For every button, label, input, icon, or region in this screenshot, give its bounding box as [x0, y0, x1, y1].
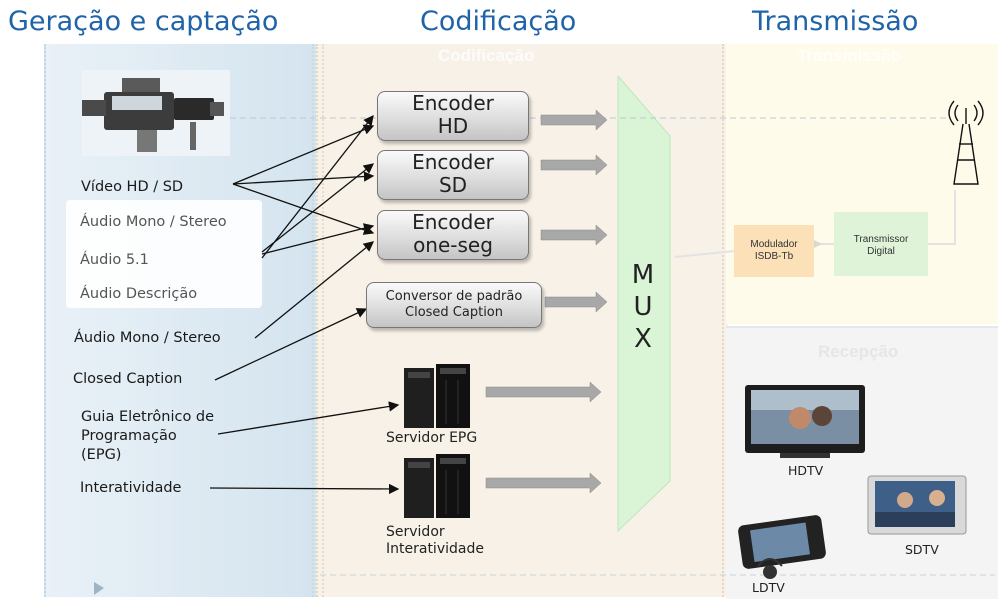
interactivity-server-label: Servidor Interatividade [386, 524, 484, 557]
input-video: Vídeo HD / SD [81, 179, 184, 195]
modulator-box: Modulador ISDB-Tb [734, 225, 814, 277]
input-audio-mono: Áudio Mono / Stereo [74, 330, 221, 346]
ldtv-icon [738, 515, 826, 579]
hdtv-label: HDTV [788, 463, 824, 478]
mux-letter-x: X [634, 324, 652, 354]
mux-block [617, 76, 671, 533]
input-epg-line1: Guia Eletrônico de [81, 409, 215, 425]
title-generation: Geração e captação [8, 6, 279, 37]
arrow-mono-oneseg [254, 241, 375, 339]
input-audio-description: Áudio Descrição [80, 286, 198, 302]
hdtv-icon [745, 385, 865, 458]
encoder-sd: Encoder SD [377, 150, 529, 200]
thick-arrow-hd [540, 109, 608, 131]
play-icon [94, 582, 104, 595]
encoder-hd: Encoder HD [377, 91, 529, 141]
antenna-tower-icon [948, 100, 984, 185]
transmitter-box: Transmissor Digital [834, 212, 928, 276]
input-interactivity: Interatividade [80, 480, 182, 496]
input-epg-line3: (EPG) [81, 447, 122, 463]
epg-server-label: Servidor EPG [386, 430, 478, 446]
encoder-oneseg: Encoder one-seg [377, 210, 529, 260]
interactivity-server-icon [404, 454, 470, 518]
thick-arrow-epg [485, 381, 602, 403]
arrow-video-oneseg [232, 183, 375, 235]
input-closed-caption: Closed Caption [73, 371, 183, 387]
thick-arrow-oneseg [540, 224, 608, 246]
arrow-video-hd [232, 124, 375, 185]
input-audio-51: Áudio 5.1 [80, 252, 149, 268]
arrow-audio-sd [261, 163, 375, 253]
thick-arrow-conv [544, 291, 608, 313]
transmission-ghost-title: Transmissão [797, 46, 901, 65]
arrow-epg-server [217, 401, 400, 435]
arrow-audio-oneseg [261, 223, 375, 255]
input-epg-line2: Programação [81, 428, 177, 444]
thick-arrow-sd [540, 154, 608, 176]
arrow-audio-hd [261, 114, 374, 259]
transmission-panel [726, 44, 998, 324]
mux-letter-u: U [633, 292, 653, 322]
sdtv-label: SDTV [905, 542, 939, 557]
coding-ghost-title: Codificação [438, 46, 535, 65]
thick-arrow-inter [485, 472, 602, 494]
arrow-cc-conv [214, 308, 368, 381]
input-audio-mono-faded: Áudio Mono / Stereo [80, 214, 227, 230]
sdtv-icon [867, 475, 967, 535]
camera-image [82, 70, 230, 156]
reception-title: Recepção [818, 342, 899, 361]
caption-converter: Conversor de padrão Closed Caption [366, 282, 542, 328]
arrow-video-sd [232, 171, 375, 185]
audio-options-card [66, 200, 262, 308]
epg-server-icon [404, 364, 470, 428]
arrow-inter-server [209, 483, 400, 495]
mux-letter-m: M [631, 260, 655, 290]
ldtv-label: LDTV [752, 580, 785, 595]
title-transmission: Transmissão [752, 6, 919, 37]
title-coding: Codificação [420, 6, 577, 37]
